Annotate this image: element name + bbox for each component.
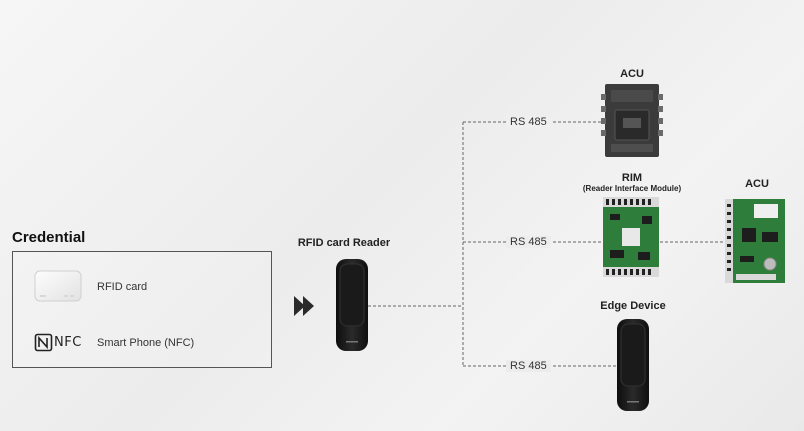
rfid-card-icon — [34, 270, 82, 302]
reader-title: RFID card Reader — [297, 237, 391, 249]
nfc-logo-text: NFC — [54, 335, 82, 350]
rfid-card-label: RFID card — [97, 281, 148, 293]
nfc-label: Smart Phone (NFC) — [97, 337, 195, 349]
edge-device — [616, 318, 650, 412]
rs485-label-acu: RS 485 — [506, 116, 551, 128]
rim-board — [602, 196, 660, 278]
rim-title: RIM — [621, 172, 643, 184]
nfc-icon: NFC — [34, 333, 86, 353]
rim-subtitle: (Reader Interface Module) — [582, 184, 682, 193]
rfid-reader-device — [335, 258, 369, 352]
rs485-label-edge: RS 485 — [506, 360, 551, 372]
credential-title: Credential — [12, 229, 86, 246]
acu-right-title: ACU — [745, 178, 769, 190]
acu-top-board — [601, 82, 663, 159]
edge-device-title: Edge Device — [600, 300, 666, 312]
rs485-label-rim: RS 485 — [506, 236, 551, 248]
acu-right-board — [724, 198, 786, 284]
double-arrow-icon — [294, 295, 324, 317]
acu-top-title: ACU — [620, 68, 644, 80]
